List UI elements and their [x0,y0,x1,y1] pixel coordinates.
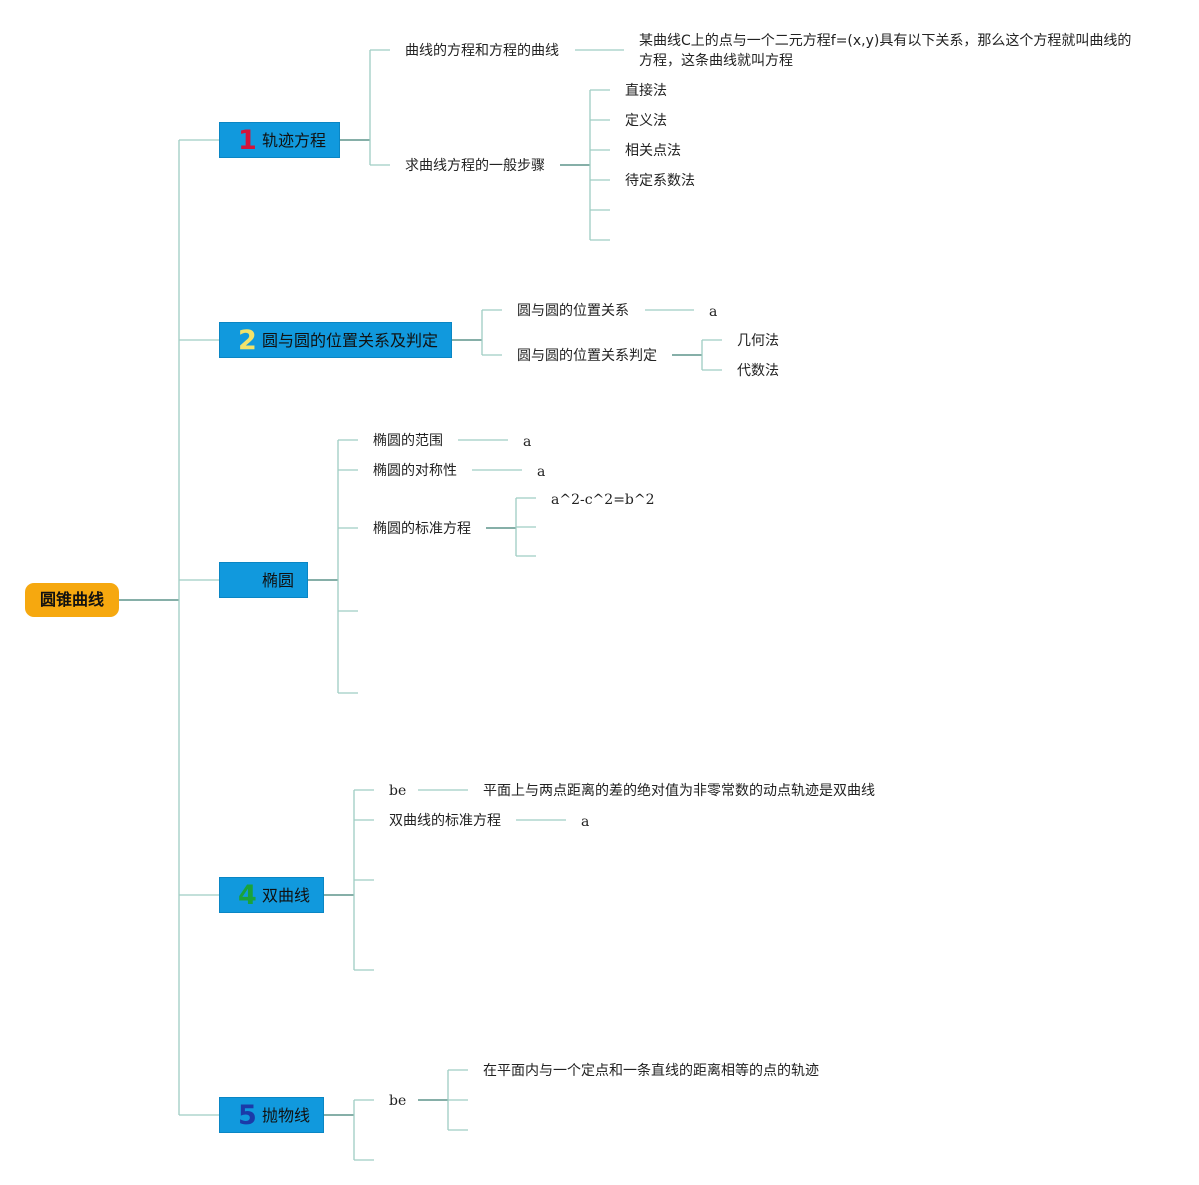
branch-label: 轨迹方程 [262,131,327,150]
root-node[interactable]: 圆锥曲线 [25,583,119,617]
topic-hyperbola-definition-description[interactable]: 平面上与两点距离的差的绝对值为非零常数的动点轨迹是双曲线 [483,783,875,799]
topic-general-steps[interactable]: 求曲线方程的一般步骤 [405,158,545,174]
branch-label: 抛物线 [262,1106,311,1125]
branch-node-hyperbola[interactable]: 4 双曲线 [219,877,324,913]
topic-hyperbola-standard-equation-value[interactable]: a [581,814,590,830]
branch-number: 5 [238,1100,257,1131]
branch-number: 4 [238,880,257,911]
branch-label: 双曲线 [262,886,311,905]
branch-number: 2 [238,325,257,356]
topic-circle-position-value[interactable]: a [709,304,718,320]
topic-hyperbola-definition[interactable]: be [389,783,407,799]
branch-node-trajectory-equation[interactable]: 1 轨迹方程 [219,122,340,158]
topic-circle-position-judgement[interactable]: 圆与圆的位置关系判定 [517,348,657,364]
branch-node-parabola[interactable]: 5 抛物线 [219,1097,324,1133]
branch-number [238,563,258,599]
topic-hyperbola-standard-equation[interactable]: 双曲线的标准方程 [389,813,501,829]
topic-ellipse-range-value[interactable]: a [523,434,532,450]
topic-parabola-definition-description[interactable]: 在平面内与一个定点和一条直线的距离相等的点的轨迹 [483,1063,819,1079]
method-related-point[interactable]: 相关点法 [625,143,681,159]
topic-ellipse-symmetry-value[interactable]: a [537,464,546,480]
method-definition[interactable]: 定义法 [625,113,667,129]
method-undetermined-coefficients[interactable]: 待定系数法 [625,173,695,189]
topic-ellipse-range[interactable]: 椭圆的范围 [373,433,443,449]
topic-curve-equation[interactable]: 曲线的方程和方程的曲线 [405,43,559,59]
topic-circle-position[interactable]: 圆与圆的位置关系 [517,303,629,319]
topic-ellipse-standard-equation[interactable]: 椭圆的标准方程 [373,521,471,537]
branch-node-circle-relations[interactable]: 2 圆与圆的位置关系及判定 [219,322,452,358]
branch-node-ellipse[interactable]: 椭圆 [219,562,308,598]
method-direct[interactable]: 直接法 [625,83,667,99]
topic-parabola-definition[interactable]: be [389,1093,407,1109]
branch-label: 圆与圆的位置关系及判定 [262,331,439,350]
method-geometric[interactable]: 几何法 [737,333,779,349]
method-algebraic[interactable]: 代数法 [737,363,779,379]
branch-number: 1 [238,125,257,156]
branch-label: 椭圆 [262,571,295,590]
topic-curve-equation-description[interactable]: 某曲线C上的点与一个二元方程f=(x,y)具有以下关系，那么这个方程就叫曲线的方… [639,33,1132,69]
topic-ellipse-standard-equation-value[interactable]: a^2-c^2=b^2 [551,492,655,508]
topic-ellipse-symmetry[interactable]: 椭圆的对称性 [373,463,457,479]
